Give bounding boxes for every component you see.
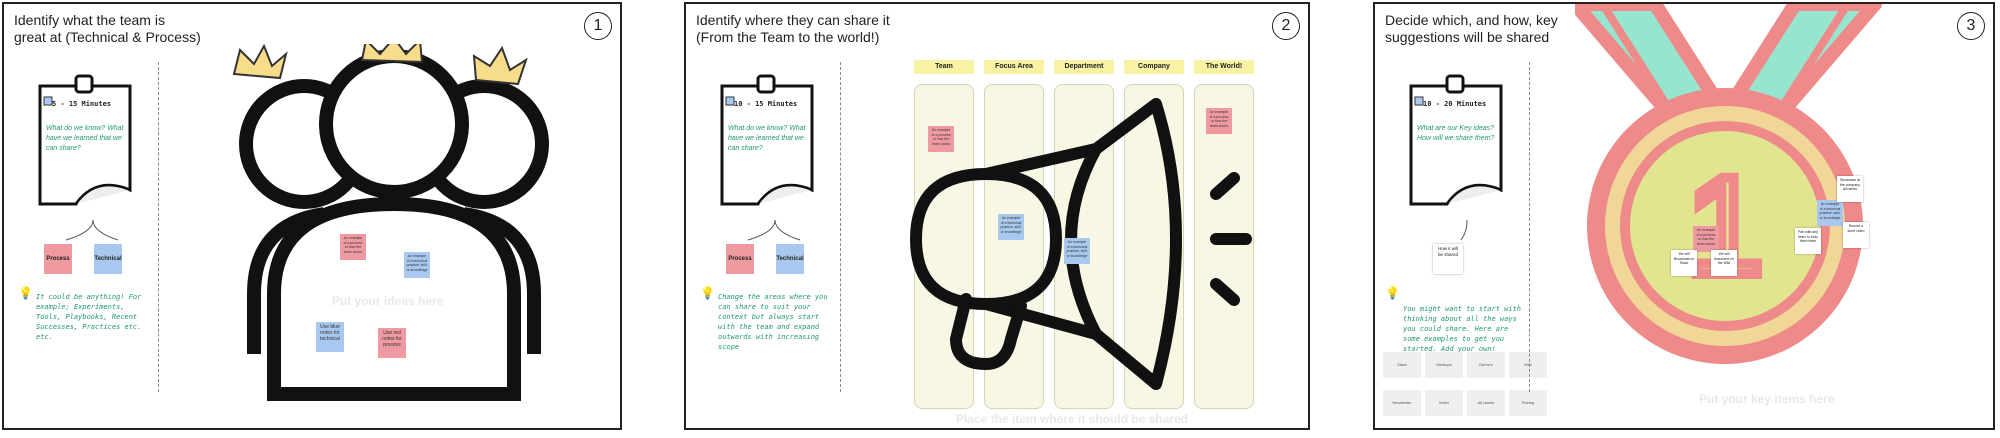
- technical-sticky[interactable]: An example of a technical practice, skil…: [1817, 200, 1843, 226]
- team-crowns-icon: [232, 44, 549, 401]
- placeholder-text: Place the item where it should be shared: [956, 412, 1189, 426]
- column-header-company: Company: [1124, 60, 1184, 74]
- clipboard-icon: [1409, 74, 1503, 206]
- share-option[interactable]: All hands: [1467, 390, 1505, 416]
- arrows-icon: [747, 219, 801, 241]
- frame-title: Decide which, and how, key suggestions w…: [1385, 12, 1558, 45]
- share-option[interactable]: Pairing: [1509, 390, 1547, 416]
- frame-3: Decide which, and how, key suggestions w…: [1373, 2, 1995, 430]
- share-sticky[interactable]: We will Broadcast on Slack: [1671, 250, 1697, 276]
- column-header-department: Department: [1054, 60, 1114, 74]
- technical-chip[interactable]: Technical: [94, 244, 122, 274]
- share-option[interactable]: Slack: [1383, 352, 1421, 378]
- blue-instruction-sticky[interactable]: Use blue notes for technical: [316, 322, 344, 352]
- timebox-questions: What are our Key ideas? How will we shar…: [1417, 125, 1495, 142]
- timebox-label: 5 - 15 Minutes: [52, 100, 112, 108]
- share-sticky[interactable]: Showcase at the company all hands: [1837, 176, 1863, 202]
- medal-number: 1: [1686, 147, 1764, 304]
- column-header-team: Team: [914, 60, 974, 74]
- megaphone-icon: [910, 98, 1252, 390]
- column-header-world: The World!: [1194, 60, 1254, 74]
- lightbulb-icon: 💡: [1385, 286, 1400, 300]
- process-sticky[interactable]: An example of a process or how the team …: [340, 234, 366, 260]
- share-option[interactable]: Newsletter: [1383, 390, 1421, 416]
- lightbulb-icon: 💡: [700, 286, 715, 300]
- frame-title: Identify what the team is great at (Tech…: [14, 12, 201, 45]
- divider: [158, 62, 159, 392]
- share-option[interactable]: Video: [1425, 390, 1463, 416]
- technical-sticky[interactable]: An example of a technical practice, skil…: [998, 214, 1024, 240]
- technical-sticky[interactable]: An example of a technical practice, skil…: [1064, 238, 1090, 264]
- placeholder-text: Put your ideas here: [332, 294, 444, 308]
- placeholder-text: Put your key items here: [1699, 392, 1835, 406]
- share-option[interactable]: Wiki: [1509, 352, 1547, 378]
- medal-icon: 1: [1575, 4, 1882, 364]
- timebox-label: 10 - 15 Minutes: [734, 100, 798, 108]
- timebox-pad: 5 - 15 Minutes What do we know? What hav…: [36, 72, 136, 212]
- process-sticky[interactable]: An example of a process or how the team …: [928, 126, 954, 152]
- frame-2: Identify where they can share it (From t…: [684, 2, 1310, 430]
- timebox-pad: 10 - 20 Minutes What are our Key ideas? …: [1407, 72, 1507, 212]
- arrows-icon: [65, 219, 119, 241]
- timebox-pad: 10 - 15 Minutes What do we know? What ha…: [718, 72, 818, 212]
- calendar-icon: [1414, 96, 1424, 106]
- frame-title: Identify where they can share it (From t…: [696, 12, 890, 45]
- calendar-icon: [43, 96, 53, 106]
- share-sticky[interactable]: We will document on the Wiki: [1711, 250, 1737, 276]
- share-sticky[interactable]: Record a short video: [1843, 222, 1869, 248]
- divider: [840, 62, 841, 392]
- frame-1: Identify what the team is great at (Tech…: [2, 2, 622, 430]
- step-number: 1: [584, 12, 612, 40]
- hint-text: Change the areas where you can share to …: [718, 293, 828, 351]
- step-number: 2: [1272, 12, 1300, 40]
- clipboard-icon: [720, 74, 814, 206]
- column-world[interactable]: [1194, 84, 1254, 409]
- share-option[interactable]: Meetups: [1425, 352, 1463, 378]
- calendar-icon: [725, 96, 735, 106]
- clipboard-icon: [38, 74, 132, 206]
- process-sticky[interactable]: An example of a process or how the team …: [1693, 226, 1719, 252]
- process-chip[interactable]: Process: [726, 244, 754, 274]
- technical-chip[interactable]: Technical: [776, 244, 804, 274]
- timebox-questions: What do we know? What have we learned th…: [46, 125, 124, 152]
- technical-sticky[interactable]: An example of a technical practice, skil…: [404, 252, 430, 278]
- arrow-icon: [1460, 219, 1468, 241]
- lightbulb-icon: 💡: [18, 286, 33, 300]
- hint-text: It could be anything! For example; Exper…: [36, 293, 142, 341]
- step-number: 3: [1957, 12, 1985, 40]
- process-sticky[interactable]: An example of a process or how the team …: [1206, 108, 1232, 134]
- how-shared-sticky[interactable]: How it will be shared: [1433, 244, 1463, 274]
- divider: [1529, 62, 1530, 392]
- share-sticky[interactable]: Pair with any team to help them learn: [1795, 228, 1821, 254]
- process-chip[interactable]: Process: [44, 244, 72, 274]
- hint-text: You might want to start with thinking ab…: [1403, 305, 1522, 353]
- timebox-questions: What do we know? What have we learned th…: [728, 125, 806, 152]
- timebox-label: 10 - 20 Minutes: [1423, 100, 1487, 108]
- share-option[interactable]: Demo's: [1467, 352, 1505, 378]
- red-instruction-sticky[interactable]: Use red notes for process: [378, 328, 406, 358]
- column-header-focus-area: Focus Area: [984, 60, 1044, 74]
- column-focus-area[interactable]: [984, 84, 1044, 409]
